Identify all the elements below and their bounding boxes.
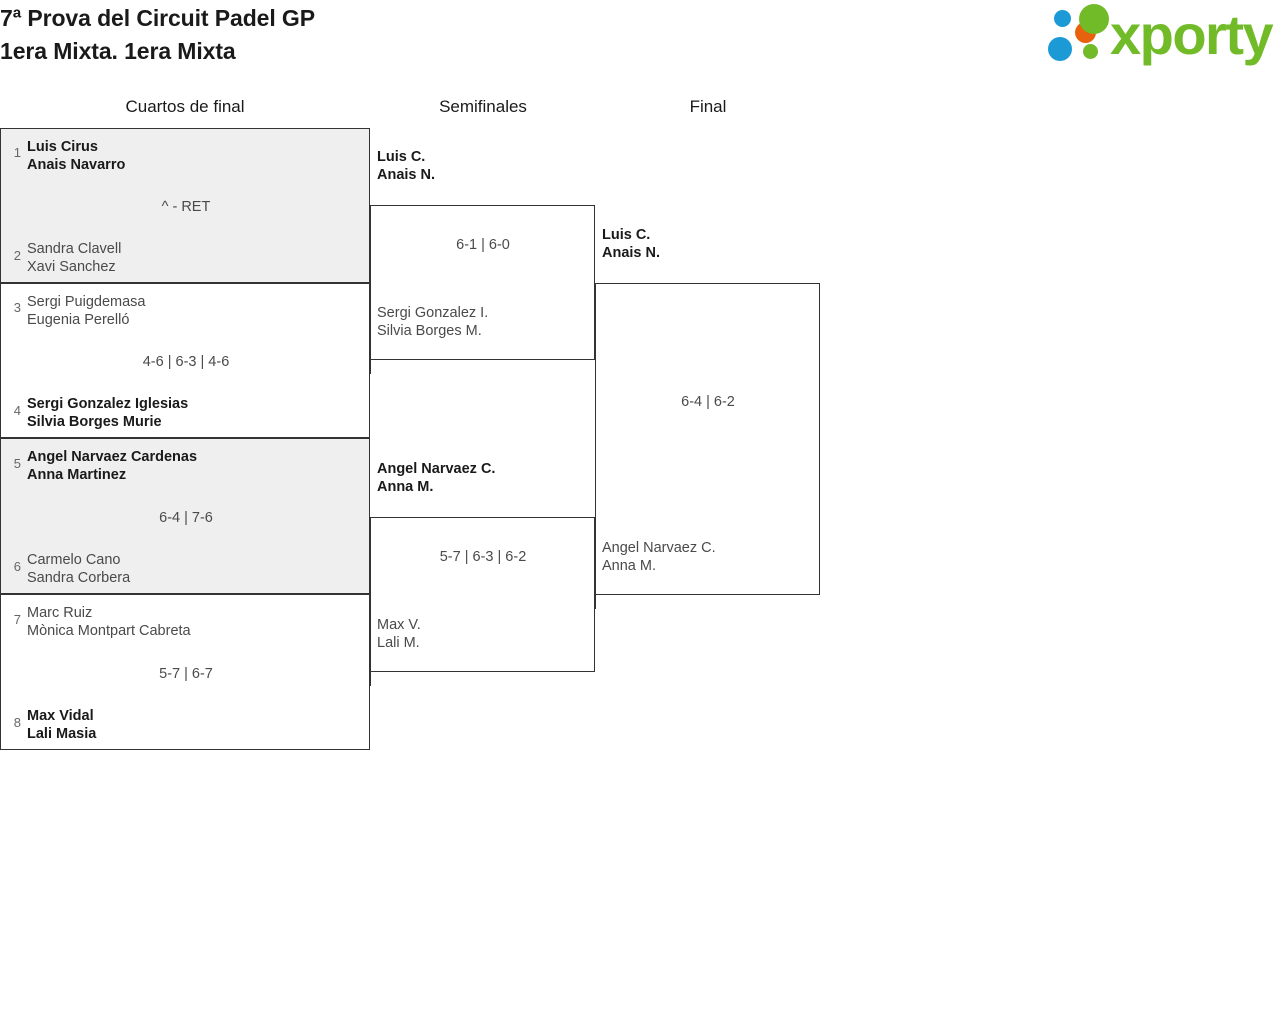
team-qf2-bottom: Sergi Gonzalez Iglesias Silvia Borges Mu…: [27, 396, 189, 430]
team-qf4-top: Marc Ruiz Mònica Montpart Cabreta: [27, 605, 191, 639]
match-box-qf4[interactable]: 7 Marc Ruiz Mònica Montpart Cabreta 5-7 …: [0, 594, 370, 750]
seed-number: 6: [13, 559, 21, 574]
seed-number: 7: [13, 612, 21, 627]
round-header-quarterfinals: Cuartos de final: [125, 97, 245, 116]
score-qf3: 6-4 | 7-6: [159, 510, 213, 526]
team-sf1-top: Luis C. Anais N.: [377, 149, 436, 183]
score-qf4: 5-7 | 6-7: [159, 666, 213, 682]
match-box-qf3[interactable]: 5 Angel Narvaez Cardenas Anna Martinez 6…: [0, 438, 370, 594]
logo-wordmark: xporty: [1110, 3, 1274, 66]
logo-dot-blue-small: [1054, 10, 1071, 27]
seed-number: 8: [13, 715, 21, 730]
logo-dot-green-small: [1083, 44, 1098, 59]
page-header: 7ª Prova del Circuit Padel GP 1era Mixta…: [0, 0, 1280, 80]
match-box-sf2[interactable]: 5-7 | 6-3 | 6-2 Max V. Lali M.: [370, 517, 595, 672]
team-sf1-bottom: Sergi Gonzalez I. Silvia Borges M.: [377, 305, 489, 339]
logo-dots-icon: [1048, 4, 1120, 62]
logo-dot-blue-large: [1048, 37, 1072, 61]
team-qf1-top: Luis Cirus Anais Navarro: [27, 139, 126, 173]
team-qf3-bottom: Carmelo Cano Sandra Corbera: [27, 552, 131, 586]
team-final-bottom: Angel Narvaez C. Anna M.: [602, 540, 716, 574]
score-final: 6-4 | 6-2: [681, 394, 735, 410]
page-title: 7ª Prova del Circuit Padel GP 1era Mixta…: [0, 2, 315, 68]
title-line-1: 7ª Prova del Circuit Padel GP: [0, 5, 315, 31]
score-sf1: 6-1 | 6-0: [456, 237, 510, 253]
score-sf2: 5-7 | 6-3 | 6-2: [439, 549, 527, 565]
connector-sf2-stub: [370, 672, 371, 686]
connector-final-stub: [595, 595, 596, 609]
team-final-top: Luis C. Anais N.: [602, 227, 661, 261]
team-sf2-bottom: Max V. Lali M.: [377, 617, 421, 651]
seed-number: 5: [13, 456, 21, 471]
round-header-final: Final: [689, 97, 727, 116]
title-line-2: 1era Mixta. 1era Mixta: [0, 38, 236, 64]
connector-sf1-stub: [370, 360, 371, 374]
team-qf4-bottom: Max Vidal Lali Masia: [27, 708, 97, 742]
seed-number: 4: [13, 403, 21, 418]
match-box-sf1[interactable]: 6-1 | 6-0 Sergi Gonzalez I. Silvia Borge…: [370, 205, 595, 360]
team-sf2-top: Angel Narvaez C. Anna M.: [377, 461, 496, 495]
xporty-logo[interactable]: xporty: [1048, 3, 1274, 66]
match-box-qf2[interactable]: 3 Sergi Puigdemasa Eugenia Perelló 4-6 |…: [0, 283, 370, 438]
team-qf2-top: Sergi Puigdemasa Eugenia Perelló: [27, 294, 146, 328]
score-qf1: ^ - RET: [161, 199, 211, 215]
seed-number: 1: [13, 145, 21, 160]
round-header-semifinals: Semifinales: [439, 97, 527, 116]
logo-dot-green-large: [1079, 4, 1109, 34]
match-box-final[interactable]: 6-4 | 6-2 Angel Narvaez C. Anna M.: [595, 283, 820, 595]
match-box-qf1[interactable]: 1 Luis Cirus Anais Navarro ^ - RET 2 San…: [0, 128, 370, 283]
team-qf3-top: Angel Narvaez Cardenas Anna Martinez: [27, 449, 198, 483]
score-qf2: 4-6 | 6-3 | 4-6: [142, 354, 230, 370]
seed-number: 2: [13, 248, 21, 263]
team-qf1-bottom: Sandra Clavell Xavi Sanchez: [27, 241, 122, 275]
seed-number: 3: [13, 300, 21, 315]
